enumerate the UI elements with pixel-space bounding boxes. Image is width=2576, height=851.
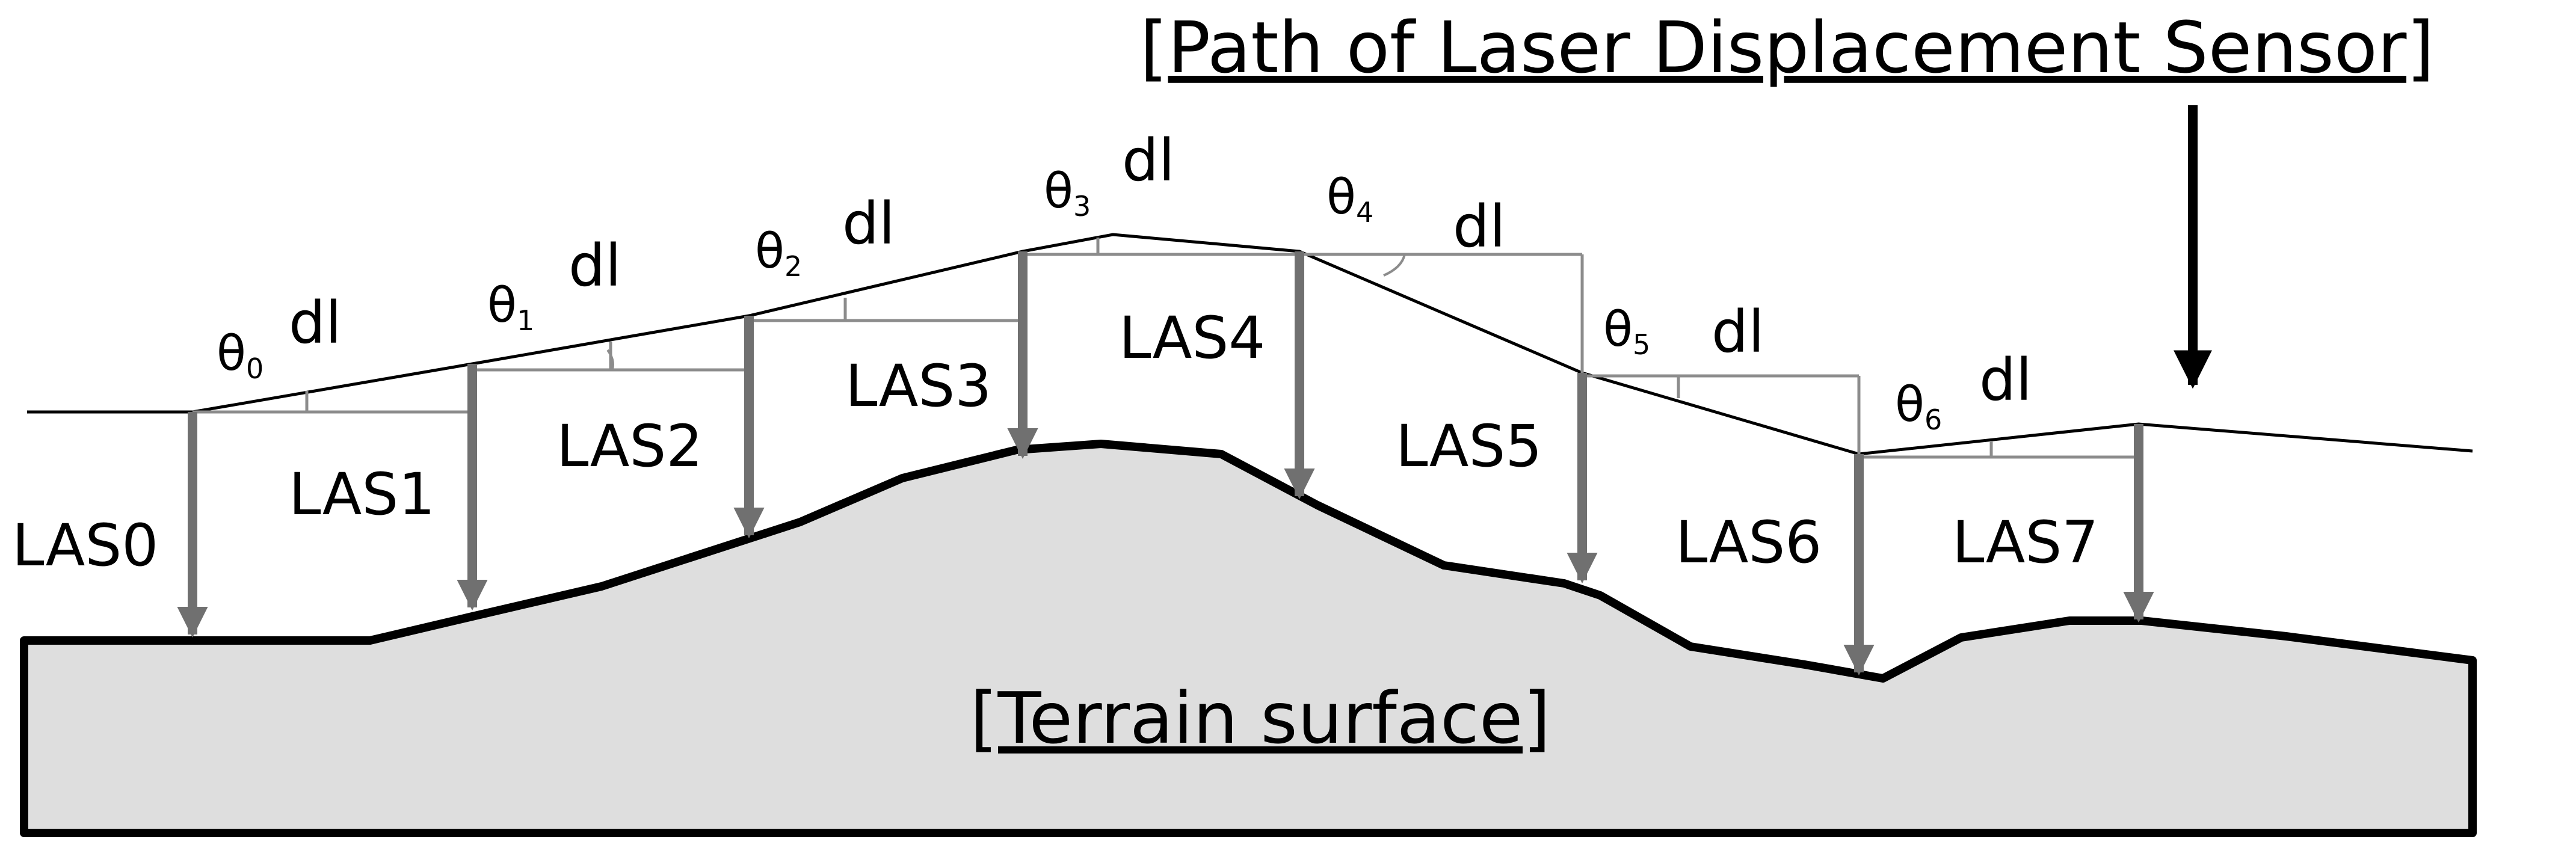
segment-label-4: dl [1453, 193, 1506, 260]
segment-label-3: dl [1122, 127, 1175, 194]
sensor-label-5: LAS5 [1396, 413, 1542, 480]
terrain-label: [Terrain surface] [970, 677, 1550, 760]
sensor-label-6: LAS6 [1675, 509, 1822, 576]
sensor-label-3: LAS3 [845, 352, 991, 420]
angle-label-2: θ2 [755, 223, 802, 283]
segment-label-1: dl [569, 232, 621, 300]
angle-label-6: θ6 [1895, 376, 1942, 436]
sensor-path [27, 233, 2473, 456]
sensor-label-4: LAS4 [1119, 304, 1265, 372]
segment-label-6: dl [1979, 346, 2032, 414]
sensor-label-7: LAS7 [1952, 509, 2098, 576]
segment-label-5: dl [1712, 298, 1764, 366]
diagram-title: [Path of Laser Displacement Sensor] [1140, 6, 2434, 89]
angle-label-4: θ4 [1327, 169, 1373, 229]
construction-lines [193, 238, 2139, 459]
angle-arcs [606, 254, 1406, 370]
sensor-label-0: LAS0 [12, 512, 158, 579]
sensor-arrows [177, 251, 2154, 676]
angle-label-3: θ3 [1044, 163, 1091, 223]
segment-label-2: dl [842, 190, 895, 257]
angle-label-1: θ1 [487, 277, 534, 337]
angle-label-0: θ0 [217, 325, 263, 385]
sensor-label-1: LAS1 [289, 461, 435, 528]
segment-label-0: dl [289, 289, 342, 357]
sensor-label-2: LAS2 [556, 413, 703, 480]
terrain-surface [20, 440, 2477, 837]
angle-label-5: θ5 [1603, 301, 1650, 361]
